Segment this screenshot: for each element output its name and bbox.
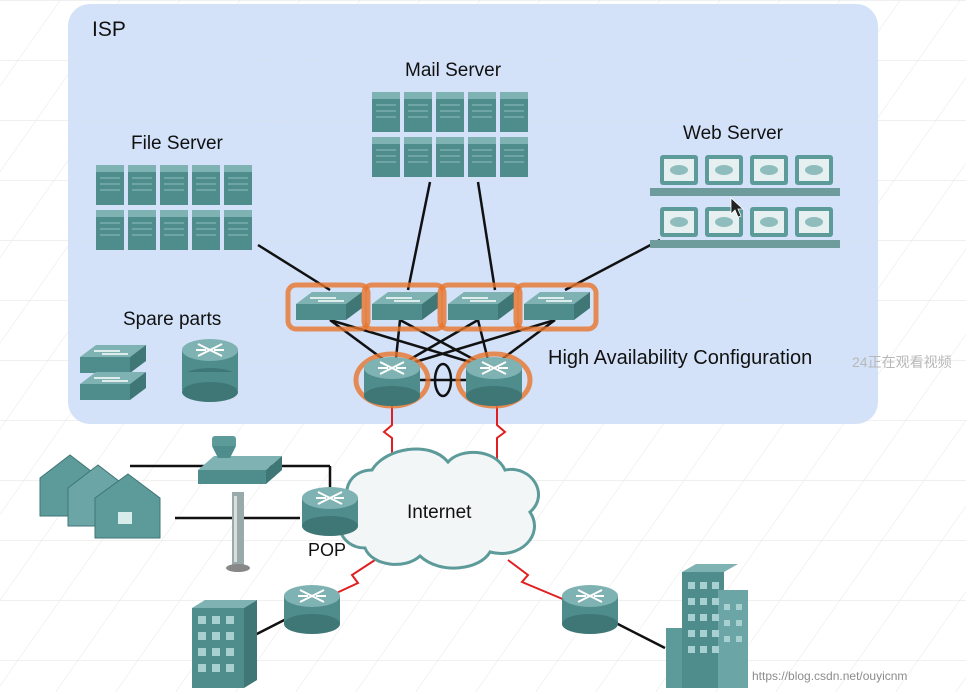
isp-label: ISP	[92, 18, 126, 41]
ha-switches	[285, 282, 599, 332]
watermark: https://blog.csdn.net/ouyicnm	[752, 669, 908, 683]
web-server-label: Web Server	[683, 123, 783, 144]
spare-parts	[79, 338, 239, 402]
web-server	[650, 155, 840, 248]
internet-label: Internet	[407, 502, 472, 523]
ha-routers	[353, 351, 533, 409]
spare-parts-label: Spare parts	[123, 309, 222, 330]
cell-tower-icon	[226, 492, 250, 572]
modem-icon	[198, 436, 282, 484]
ha-config-label: High Availability Configuration	[548, 347, 813, 369]
homes-icon	[39, 454, 161, 539]
office-building-left	[192, 600, 257, 688]
pop-router	[301, 486, 359, 537]
file-server-label: File Server	[131, 133, 223, 154]
mail-server-label: Mail Server	[405, 60, 502, 81]
office-building-right	[666, 564, 748, 688]
pop-label: POP	[308, 540, 347, 560]
mouse-cursor-icon	[730, 197, 745, 218]
branch-router-left	[283, 584, 341, 635]
branch-router-right	[561, 584, 619, 635]
wan-links	[329, 402, 566, 601]
viewer-count-overlay: 24正在观看视频	[852, 354, 952, 370]
